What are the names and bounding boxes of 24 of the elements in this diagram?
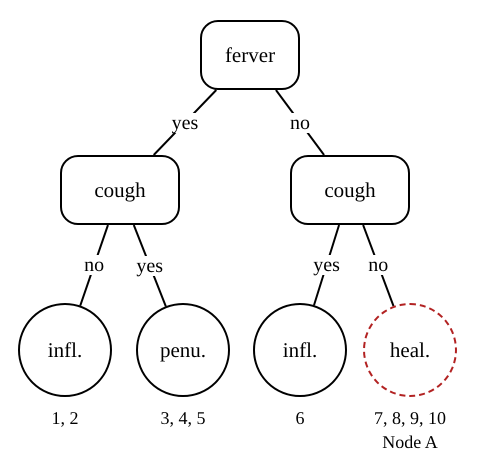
leaf-caption: Node A [382,433,438,451]
edge-label: no [366,255,390,276]
node-label: cough [94,178,146,202]
node-label: cough [324,178,376,202]
decision-box [200,20,300,90]
decision-box [290,155,410,225]
node-label: infl. [282,338,318,362]
edge-label: yes [311,255,342,276]
node-label: infl. [48,338,82,362]
leaf-caption: 6 [296,409,304,427]
leaf-caption: 7, 8, 9, 10 [374,409,446,427]
connector-line [79,224,109,306]
edge-label: no [82,255,106,276]
node-label: heal. [390,338,430,362]
node-label: penu. [160,338,206,362]
decision-box [60,155,180,225]
leaf-caption: 1, 2 [52,409,78,427]
leaf-caption: 3, 4, 5 [160,409,206,427]
edge-label: yes [134,256,166,276]
connector-line [275,89,325,156]
connector-line [362,224,394,306]
edge-label: yes [170,112,200,132]
node-label: ferver [224,42,276,68]
edge-label: no [288,112,312,132]
